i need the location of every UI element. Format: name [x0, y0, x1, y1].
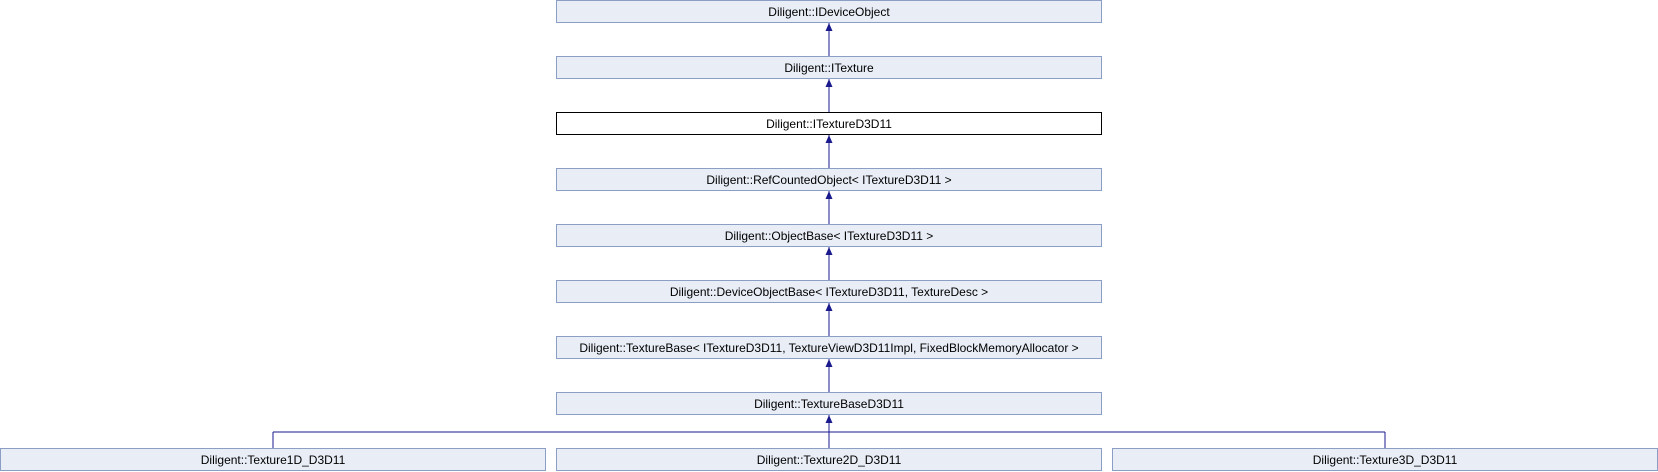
class-node-device-object-base[interactable]: Diligent::DeviceObjectBase< ITextureD3D1…: [556, 280, 1102, 303]
class-node-refcounted-object[interactable]: Diligent::RefCountedObject< ITextureD3D1…: [556, 168, 1102, 191]
class-node-texture-base-d3d11[interactable]: Diligent::TextureBaseD3D11: [556, 392, 1102, 415]
arrowhead-texture-base: [825, 359, 833, 367]
class-node-idevice-object[interactable]: Diligent::IDeviceObject: [556, 0, 1102, 23]
class-node-texture3d-d3d11[interactable]: Diligent::Texture3D_D3D11: [1112, 448, 1658, 471]
arrowhead-object-base: [825, 247, 833, 255]
class-node-texture2d-d3d11[interactable]: Diligent::Texture2D_D3D11: [556, 448, 1102, 471]
arrowhead-refcounted-object: [825, 191, 833, 199]
class-node-itexture[interactable]: Diligent::ITexture: [556, 56, 1102, 79]
arrowhead-itexture-d3d11: [825, 135, 833, 143]
arrowhead-device-object-base: [825, 303, 833, 311]
arrowhead-idevice-object: [825, 23, 833, 31]
class-node-itexture-d3d11-current: Diligent::ITextureD3D11: [556, 112, 1102, 135]
class-node-texture1d-d3d11[interactable]: Diligent::Texture1D_D3D11: [0, 448, 546, 471]
class-node-object-base[interactable]: Diligent::ObjectBase< ITextureD3D11 >: [556, 224, 1102, 247]
class-node-texture-base[interactable]: Diligent::TextureBase< ITextureD3D11, Te…: [556, 336, 1102, 359]
arrowhead-itexture: [825, 79, 833, 87]
